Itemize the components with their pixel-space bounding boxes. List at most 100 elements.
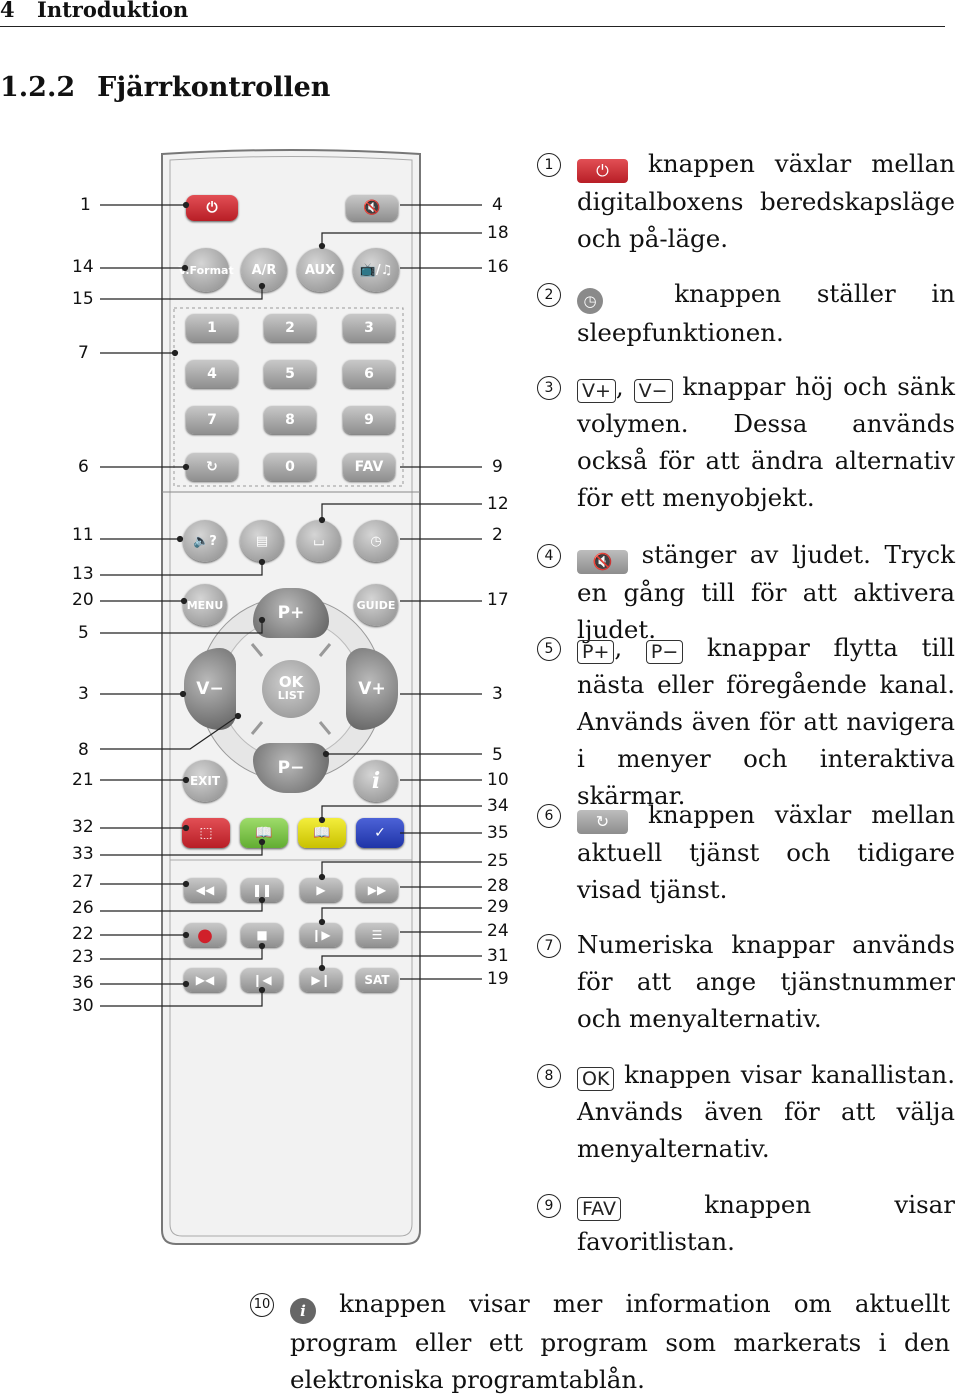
sleep-button[interactable]: ◷ — [354, 520, 398, 562]
v-plus-button[interactable]: V+ — [346, 648, 398, 730]
mute-button[interactable]: 🔇 — [346, 195, 398, 221]
list-item: 7 Numeriska knappar används för att ange… — [530, 926, 955, 1037]
blue-button[interactable]: ✓ — [356, 818, 404, 848]
key-6[interactable]: 6 — [343, 360, 395, 388]
audio-button[interactable]: 🔈? — [183, 520, 227, 562]
record-button[interactable]: ● — [184, 923, 226, 947]
item-text: knappen visar mer information om aktuell… — [290, 1289, 950, 1394]
list-item: 8 OK knappen visar kanallistan. Används … — [530, 1056, 955, 1167]
item-text: knappen växlar mellan aktuell tjänst och… — [577, 800, 955, 904]
sat-button[interactable]: SAT — [356, 968, 398, 992]
callout-right: 35 — [487, 823, 509, 843]
menu-button[interactable]: MENU — [183, 584, 227, 626]
callout-right: 3 — [492, 684, 503, 704]
key-1[interactable]: 1 — [186, 314, 238, 342]
vformat-button[interactable]: V.Format — [178, 248, 234, 292]
list-item: 2 ◷ knappen ställer in sleepfunktionen. — [530, 275, 955, 351]
key-8[interactable]: 8 — [264, 406, 316, 434]
play-button[interactable]: ▶ — [300, 878, 342, 902]
item-number: 6 — [537, 804, 561, 828]
red-button[interactable]: ⬚ — [182, 818, 230, 848]
key-0[interactable]: 0 — [264, 453, 316, 481]
list-item: 1 ⏻ knappen växlar mellan digitalboxens … — [530, 145, 955, 257]
p-minus-button[interactable]: P− — [253, 743, 329, 793]
key-5[interactable]: 5 — [264, 360, 316, 388]
fav-key: FAV — [577, 1197, 621, 1221]
item-text: knappar höj och sänk volymen. Dessa anvä… — [577, 372, 955, 512]
power-icon: ⏻ — [577, 159, 628, 183]
fav-button[interactable]: FAV — [343, 453, 395, 481]
list-item: 4 🔇 stänger av ljudet. Tryck en gång til… — [530, 536, 955, 648]
power-button[interactable]: ⏻ — [186, 195, 238, 221]
callout-left: 23 — [72, 947, 94, 967]
recordings-list-button[interactable]: ☰ — [356, 923, 398, 947]
fast-forward-button[interactable]: ▶▶ — [356, 878, 398, 902]
key-9[interactable]: 9 — [343, 406, 395, 434]
callout-right: 34 — [487, 796, 509, 816]
callout-right: 31 — [487, 946, 509, 966]
info-button[interactable]: i — [354, 760, 398, 802]
subtitle-button[interactable]: ⌴ — [297, 520, 341, 562]
key-2[interactable]: 2 — [264, 314, 316, 342]
page-header: 4 Introduktion — [0, 0, 945, 27]
section-title: 1.2.2 Fjärrkontrollen — [0, 72, 352, 103]
key-7[interactable]: 7 — [186, 406, 238, 434]
aux-button[interactable]: AUX — [297, 248, 343, 292]
callout-left: 26 — [72, 898, 94, 918]
callout-right: 25 — [487, 851, 509, 871]
callout-left: 7 — [78, 343, 89, 363]
list-item: 9 FAV knappen visar favoritlistan. — [530, 1186, 955, 1260]
list-item: 5 P+, P− knappar flytta till nästa eller… — [530, 629, 955, 814]
callout-right: 12 — [487, 494, 509, 514]
teletext-button[interactable]: ▤ — [240, 520, 284, 562]
callout-left: 30 — [72, 996, 94, 1016]
item-number: 5 — [537, 637, 561, 661]
next-button[interactable]: ▶❙ — [300, 968, 342, 992]
v-plus-key: V+ — [577, 379, 616, 403]
callout-left: 15 — [72, 289, 94, 309]
item-text: knappen visar kanallistan. Används även … — [577, 1060, 955, 1163]
callout-left: 20 — [72, 590, 94, 610]
callout-right: 4 — [492, 195, 503, 215]
callout-left: 11 — [72, 525, 94, 545]
callout-left: 14 — [72, 257, 94, 277]
list-label: LIST — [277, 689, 305, 702]
ok-key: OK — [577, 1067, 615, 1091]
section-number: 1.2.2 — [0, 72, 76, 103]
v-minus-button[interactable]: V− — [184, 648, 236, 730]
callout-right: 16 — [487, 257, 509, 277]
ar-button[interactable]: A/R — [241, 248, 287, 292]
timeshift-button[interactable]: ▶◀ — [184, 968, 226, 992]
recall-button[interactable]: ↻ — [186, 453, 238, 481]
callout-left: 3 — [78, 684, 89, 704]
p-plus-button[interactable]: P+ — [253, 588, 329, 638]
callout-left: 1 — [80, 195, 91, 215]
callout-lines — [100, 201, 482, 1007]
item-number: 4 — [537, 544, 561, 568]
item-number: 3 — [537, 376, 561, 400]
callout-left: 5 — [78, 623, 89, 643]
v-minus-key: V− — [633, 379, 673, 403]
tv-radio-button[interactable]: 📺/♫ — [353, 248, 399, 292]
slow-button[interactable]: ❙▶ — [300, 923, 342, 947]
key-3[interactable]: 3 — [343, 314, 395, 342]
item-number: 7 — [537, 934, 561, 958]
callout-right: 19 — [487, 969, 509, 989]
key-4[interactable]: 4 — [186, 360, 238, 388]
item-text: stänger av ljudet. Tryck en gång till fö… — [577, 540, 955, 644]
callout-right: 17 — [487, 590, 509, 610]
rewind-button[interactable]: ◀◀ — [184, 878, 226, 902]
remote-control-illustration: ⏻ 🔇 V.Format A/R AUX 📺/♫ 1 2 3 4 5 6 7 8… — [158, 148, 424, 1248]
ok-list-button[interactable]: OK LIST — [262, 660, 320, 718]
exit-button[interactable]: EXIT — [183, 760, 227, 802]
callout-right: 29 — [487, 897, 509, 917]
guide-button[interactable]: GUIDE — [354, 584, 398, 626]
list-item: 3 V+, V− knappar höj och sänk volymen. D… — [530, 368, 955, 516]
callout-left: 27 — [72, 872, 94, 892]
mute-icon: 🔇 — [577, 550, 628, 574]
callout-right: 2 — [492, 525, 503, 545]
ok-label: OK — [278, 673, 304, 691]
item-number: 2 — [537, 283, 561, 307]
section-name: Fjärrkontrollen — [97, 72, 331, 103]
list-item: 6 ↻ knappen växlar mellan aktuell tjänst… — [530, 796, 955, 908]
